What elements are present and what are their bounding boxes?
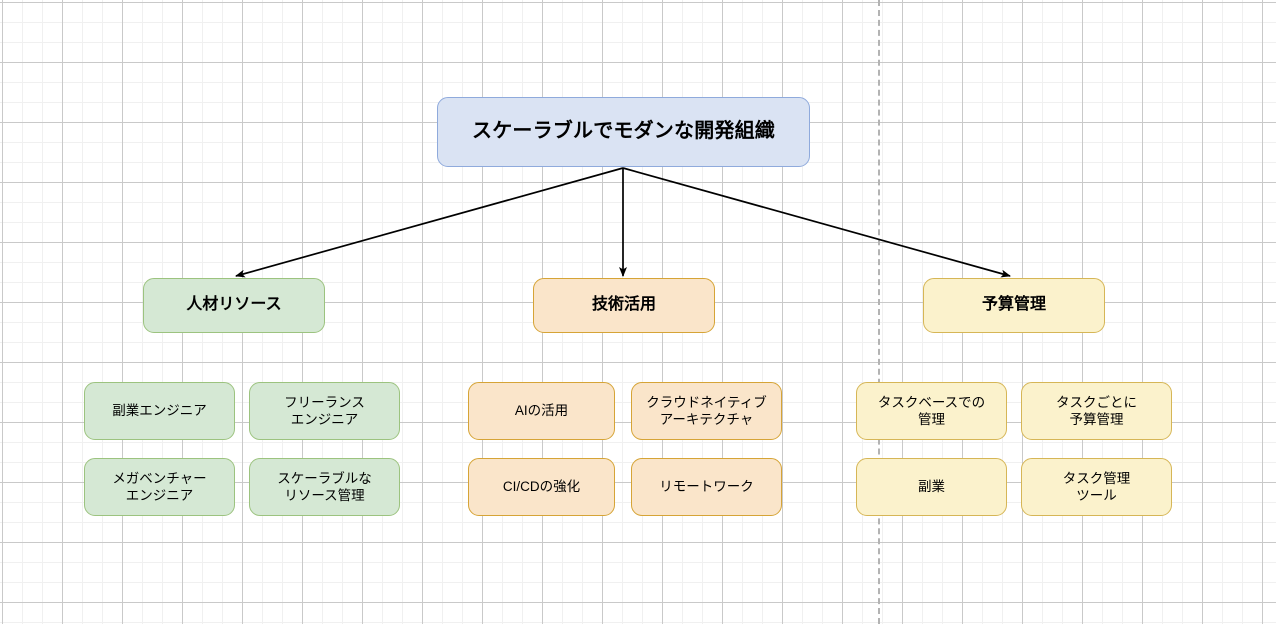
leaf-node-予算管理-2[interactable]: タスクごとに 予算管理	[1021, 382, 1172, 440]
branch-node-人材リソース[interactable]: 人材リソース	[143, 278, 325, 333]
leaf-node-人材リソース-4[interactable]: スケーラブルな リソース管理	[249, 458, 400, 516]
leaf-node-技術活用-3[interactable]: CI/CDの強化	[468, 458, 615, 516]
branch-node-予算管理[interactable]: 予算管理	[923, 278, 1105, 333]
edge-root-to-yosan	[622, 167, 1011, 278]
leaf-node-人材リソース-3[interactable]: メガベンチャー エンジニア	[84, 458, 235, 516]
leaf-node-予算管理-4[interactable]: タスク管理 ツール	[1021, 458, 1172, 516]
leaf-node-技術活用-2[interactable]: クラウドネイティブ アーキテクチャ	[631, 382, 782, 440]
leaf-node-技術活用-1[interactable]: AIの活用	[468, 382, 615, 440]
leaf-node-技術活用-4[interactable]: リモートワーク	[631, 458, 782, 516]
page-break-line	[878, 0, 880, 624]
edge-root-to-jinzai	[235, 167, 624, 278]
leaf-node-人材リソース-2[interactable]: フリーランス エンジニア	[249, 382, 400, 440]
leaf-node-予算管理-1[interactable]: タスクベースでの 管理	[856, 382, 1007, 440]
root-node-scalable-modern-dev-org[interactable]: スケーラブルでモダンな開発組織	[437, 97, 810, 167]
leaf-node-予算管理-3[interactable]: 副業	[856, 458, 1007, 516]
branch-node-技術活用[interactable]: 技術活用	[533, 278, 715, 333]
leaf-node-人材リソース-1[interactable]: 副業エンジニア	[84, 382, 235, 440]
